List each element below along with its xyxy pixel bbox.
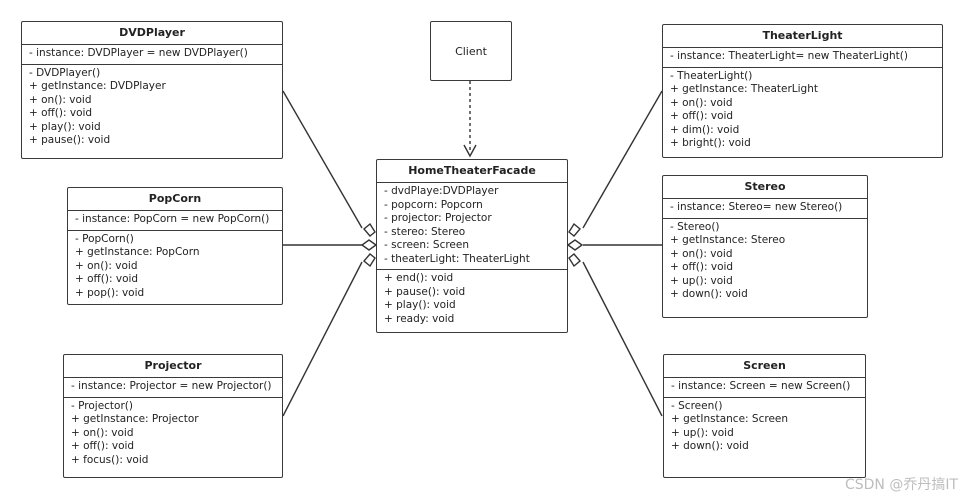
attribute: - screen: Screen bbox=[384, 239, 470, 251]
methods-section: + end(): void + pause(): void + play(): … bbox=[377, 270, 567, 329]
method: + pop(): void bbox=[75, 286, 145, 299]
attributes-section: - dvdPlaye:DVDPlayer - popcorn: Popcorn … bbox=[377, 183, 567, 270]
method: - TheaterLight() bbox=[670, 69, 753, 82]
left-aggregation-diamond-lower bbox=[363, 253, 376, 268]
methods-section: - Screen() + getInstance: Screen + up():… bbox=[664, 398, 865, 457]
method: + bright(): void bbox=[670, 137, 751, 149]
method: + getInstance: PopCorn bbox=[75, 246, 200, 258]
attribute: - instance: Stereo= new Stereo() bbox=[670, 201, 843, 213]
attribute: - instance: Screen = new Screen() bbox=[671, 380, 851, 392]
method: + on(): void bbox=[670, 96, 733, 109]
method: + pause(): void bbox=[29, 134, 111, 146]
link-dvdplayer bbox=[282, 90, 363, 229]
methods-section: - Stereo() + getInstance: Stereo + on():… bbox=[663, 219, 867, 305]
methods-section: - DVDPlayer() + getInstance: DVDPlayer +… bbox=[22, 65, 282, 151]
attribute: - popcorn: Popcorn bbox=[384, 198, 483, 211]
class-name: Projector bbox=[64, 355, 282, 378]
attribute: - instance: DVDPlayer = new DVDPlayer() bbox=[29, 47, 248, 59]
method: + off(): void bbox=[71, 440, 135, 452]
dvdplayer-class-box[interactable]: DVDPlayer - instance: DVDPlayer = new DV… bbox=[21, 21, 283, 159]
method: - DVDPlayer() bbox=[29, 66, 101, 79]
attribute: - stereo: Stereo bbox=[384, 225, 466, 238]
method: + off(): void bbox=[29, 107, 93, 119]
method: + play(): void bbox=[29, 120, 101, 133]
right-aggregation-diamond-lower bbox=[568, 253, 581, 268]
attribute: - instance: TheaterLight= new TheaterLig… bbox=[670, 50, 908, 62]
projector-class-box[interactable]: Projector - instance: Projector = new Pr… bbox=[63, 354, 283, 478]
stereo-class-box[interactable]: Stereo - instance: Stereo= new Stereo() … bbox=[662, 175, 868, 318]
method: + getInstance: TheaterLight bbox=[670, 83, 818, 95]
class-name: DVDPlayer bbox=[22, 22, 282, 45]
class-name: HomeTheaterFacade bbox=[377, 160, 567, 183]
method: + getInstance: Projector bbox=[71, 413, 199, 425]
method: + on(): void bbox=[75, 259, 138, 272]
method: + getInstance: Screen bbox=[671, 413, 789, 425]
method: - Stereo() bbox=[670, 220, 720, 233]
method: + focus(): void bbox=[71, 453, 149, 466]
method: + pause(): void bbox=[384, 285, 466, 298]
method: + on(): void bbox=[670, 247, 733, 260]
attribute: - theaterLight: TheaterLight bbox=[384, 252, 530, 265]
attributes-section: - instance: DVDPlayer = new DVDPlayer() bbox=[22, 45, 282, 65]
right-aggregation-diamond-middle bbox=[566, 239, 584, 251]
client-label: Client bbox=[455, 44, 487, 58]
facade-class-box[interactable]: HomeTheaterFacade - dvdPlaye:DVDPlayer -… bbox=[376, 159, 568, 333]
attribute: - instance: Projector = new Projector() bbox=[71, 380, 272, 392]
method: + dim(): void bbox=[670, 123, 740, 136]
right-aggregation-diamond-upper bbox=[568, 222, 581, 237]
attributes-section: - instance: Projector = new Projector() bbox=[64, 378, 282, 398]
class-name: Screen bbox=[664, 355, 865, 378]
methods-section: - Projector() + getInstance: Projector +… bbox=[64, 398, 282, 471]
method: + down(): void bbox=[670, 288, 748, 300]
method: + up(): void bbox=[671, 426, 734, 439]
link-screen bbox=[582, 261, 663, 417]
left-aggregation-diamond-upper bbox=[363, 222, 376, 237]
method: - PopCorn() bbox=[75, 232, 134, 245]
class-name: PopCorn bbox=[68, 188, 282, 211]
attribute: - dvdPlaye:DVDPlayer bbox=[384, 185, 499, 197]
class-name: Stereo bbox=[663, 176, 867, 199]
method: + off(): void bbox=[670, 110, 734, 122]
attributes-section: - instance: Stereo= new Stereo() bbox=[663, 199, 867, 219]
method: + getInstance: Stereo bbox=[670, 234, 786, 246]
method: - Screen() bbox=[671, 399, 723, 412]
method: + getInstance: DVDPlayer bbox=[29, 80, 166, 92]
method: + on(): void bbox=[29, 93, 92, 106]
methods-section: - PopCorn() + getInstance: PopCorn + on(… bbox=[68, 231, 282, 304]
method: + off(): void bbox=[670, 261, 734, 273]
watermark: CSDN @乔丹搞IT bbox=[844, 477, 958, 493]
method: + off(): void bbox=[75, 273, 139, 285]
method: - Projector() bbox=[71, 399, 133, 412]
screen-class-box[interactable]: Screen - instance: Screen = new Screen()… bbox=[663, 354, 866, 478]
popcorn-class-box[interactable]: PopCorn - instance: PopCorn = new PopCor… bbox=[67, 187, 283, 305]
link-projector bbox=[282, 261, 363, 417]
left-aggregation-diamond-middle bbox=[360, 239, 378, 251]
class-name: TheaterLight bbox=[663, 25, 942, 48]
methods-section: - TheaterLight() + getInstance: TheaterL… bbox=[663, 68, 942, 154]
attribute: - projector: Projector bbox=[384, 212, 492, 224]
method: + up(): void bbox=[670, 274, 733, 287]
method: + ready: void bbox=[384, 312, 455, 325]
attribute: - instance: PopCorn = new PopCorn() bbox=[75, 213, 270, 225]
method: + play(): void bbox=[384, 299, 456, 311]
attributes-section: - instance: PopCorn = new PopCorn() bbox=[68, 211, 282, 231]
dependency-arrowhead bbox=[463, 144, 477, 158]
theaterlight-class-box[interactable]: TheaterLight - instance: TheaterLight= n… bbox=[662, 24, 943, 158]
attributes-section: - instance: TheaterLight= new TheaterLig… bbox=[663, 48, 942, 68]
link-theaterlight bbox=[582, 90, 663, 229]
client-box[interactable]: Client bbox=[430, 21, 512, 81]
method: + down(): void bbox=[671, 440, 749, 452]
method: + end(): void bbox=[384, 272, 454, 284]
attributes-section: - instance: Screen = new Screen() bbox=[664, 378, 865, 398]
method: + on(): void bbox=[71, 426, 134, 439]
